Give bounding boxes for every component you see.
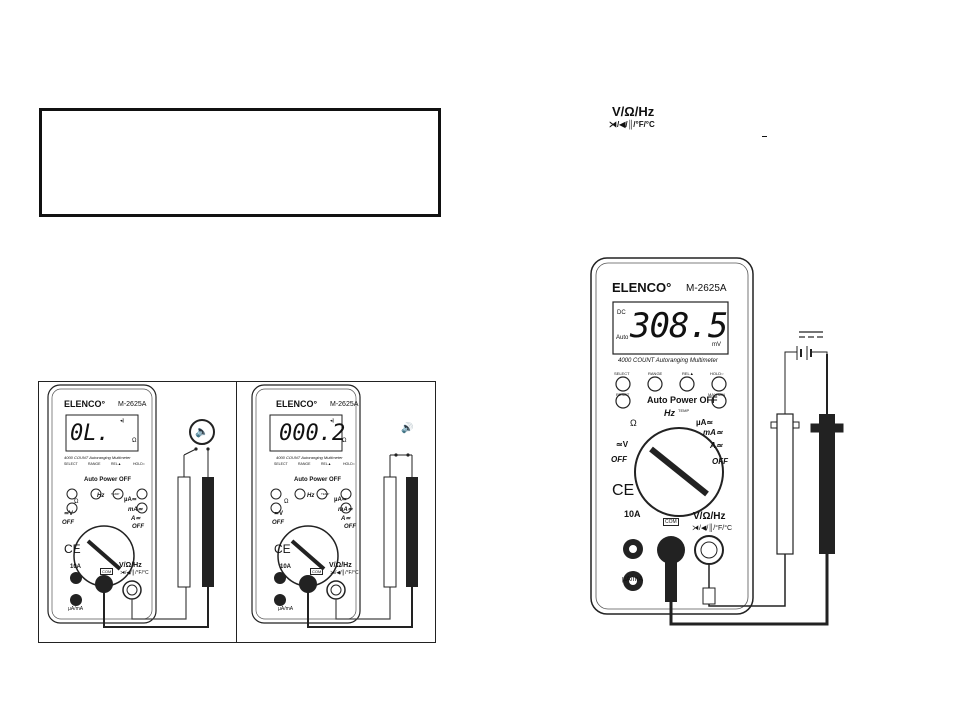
meter-1-hold-button[interactable]: HOLD○ [133,462,145,466]
meter-1-unit: Ω [132,438,137,444]
meter-1-jack-uama: µA/mA [68,606,84,612]
diode-temp-label: ⧕/◀/║/°F/°C [609,120,655,129]
meter-3-illustration [590,257,844,626]
meter-1-auto-power: Auto Power OFF [84,477,131,483]
meter-3-jack-com: COM [663,518,679,526]
meter-3-ce-mark: CE [612,482,635,499]
meter-3-dial-off-right: OFF [712,457,728,466]
meter-2-dial-off-left: OFF [272,520,284,526]
meter-1-dial-off-left: OFF [62,520,74,526]
meter-2-jack-com: COM [310,568,324,575]
speaker-off-icon: 🔈 [189,419,215,445]
meter-1-brand: ELENCO° [64,399,106,409]
meter-1-jack-com: COM [100,568,114,575]
meter-1-rel-button[interactable]: REL▲ [111,462,122,466]
speaker-on-icon: 🔊 [401,423,414,434]
meter-1-dial-a: A≃ [131,516,141,522]
meter-2-jack-uama: µA/mA [278,606,294,612]
meter-2-dial-temp: TEMP [321,492,330,496]
meter-2-subtitle: 4000 COUNT Autoranging Multimeter [276,455,343,460]
meter-1-dial-temp: TEMP [111,492,120,496]
meter-3-subtitle: 4000 COUNT Autoranging Multimeter [618,358,718,364]
meter-2-display: 000.2 [279,421,346,446]
meter-2-jack-vohz: V/Ω/Hz [329,562,352,569]
meter-3-hold-button[interactable]: HOLD○ [710,371,724,376]
meter-1-ce-mark: CE [64,542,81,556]
meter-2-auto-power: Auto Power OFF [294,477,341,483]
meter-3-dial-a: A≃ [710,441,723,450]
meter-2-jack-10a: 10A [280,564,292,570]
meter-3-maxmin-button[interactable]: MAX/MIN [708,392,726,397]
meter-3-display: 308.5 [630,306,728,346]
meter-3-select-button[interactable]: SELECT [614,371,630,376]
meter-2-unit: Ω [342,438,347,444]
meter-1-subtitle: 4000 COUNT Autoranging Multimeter [64,455,131,460]
meter-1-select-button[interactable]: SELECT [64,462,78,466]
meter-3-jack-vohz: V/Ω/Hz [693,511,726,522]
meter-3-dial-omega: Ω [630,418,637,428]
meter-3-brand: ELENCO° [612,280,672,295]
meter-1-flag: ◂) [120,418,125,424]
meter-2-dial-ma: mA≃ [338,507,353,513]
meter-2-range-button[interactable]: RANGE [298,462,311,466]
note-box [39,108,441,217]
small-dash [762,136,767,137]
meter-2-brand: ELENCO° [276,399,318,409]
meter-2-hold-button[interactable]: HOLD○ [343,462,355,466]
meter-1-dial-omega: Ω [74,499,79,505]
meter-2-jack-vohz-sub: ⧕/◀/║/°F/°C [330,570,359,576]
dc-source-icon [798,330,799,331]
meter-2-illustration [236,381,436,643]
meter-3-rel-button[interactable]: REL▲ [682,371,694,376]
meter-1-dial-ua: µA≃ [124,497,137,503]
meter-3-jack-vohz-sub: ⧕/◀/║/°F/°C [692,525,733,532]
meter-2-dial-ua: µA≃ [334,497,347,503]
meter-3-model: M-2625A [686,283,727,294]
meter-3-dial-v: ≃V [616,440,629,449]
meter-2-select-button[interactable]: SELECT [274,462,288,466]
meter-2-dial-a: A≃ [341,516,351,522]
meter-3-display-dc: DC [617,310,626,316]
meter-3-jack-10a: 10A [624,509,641,519]
meter-2-dial-omega: Ω [284,499,289,505]
vohz-label: V/Ω/Hz [612,104,655,119]
meter-3-dial-ua: µA≃ [696,418,714,427]
meter-3-range-button[interactable]: RANGE [648,371,663,376]
meter-3-dial-ma: mA≃ [703,428,723,437]
meter-1-jack-vohz: V/Ω/Hz [119,562,142,569]
meter-2-rel-button[interactable]: REL▲ [321,462,332,466]
meter-2-flag: ◂) [330,418,335,424]
meter-2-dial-off-right: OFF [344,524,356,530]
meter-1-range-button[interactable]: RANGE [88,462,101,466]
meter-1-dial-off-right: OFF [132,524,144,530]
meter-3-dial-hz: Hz [664,408,675,418]
meter-3-display-auto: Auto [616,335,629,341]
meter-1-dial-v: ≃V [64,511,74,517]
meter-3-auto-power: Auto Power OFF [647,395,718,405]
meter-2-dial-v: ≃V [274,511,284,517]
meter-2-model: M-2625A [330,401,359,408]
meter-3-reset-button[interactable]: RESET [616,392,630,397]
meter-1-jack-vohz-sub: ⧕/◀/║/°F/°C [120,570,149,576]
meter-1-model: M-2625A [118,401,147,408]
meter-2-ce-mark: CE [274,542,291,556]
meter-2-dial-hz: Hz [307,493,315,499]
meter-1-dial-ma: mA≃ [128,507,143,513]
meter-3-jack-uama: µA/mA [622,576,644,583]
meter-1-jack-10a: 10A [70,564,82,570]
meter-3-dial-temp: TEMP [678,408,690,413]
meter-1-display: 0L. [70,421,110,446]
meter-1-dial-hz: Hz [97,493,105,499]
meter-3-unit: mV [712,342,721,348]
meter-3-dial-off-left: OFF [611,455,627,464]
